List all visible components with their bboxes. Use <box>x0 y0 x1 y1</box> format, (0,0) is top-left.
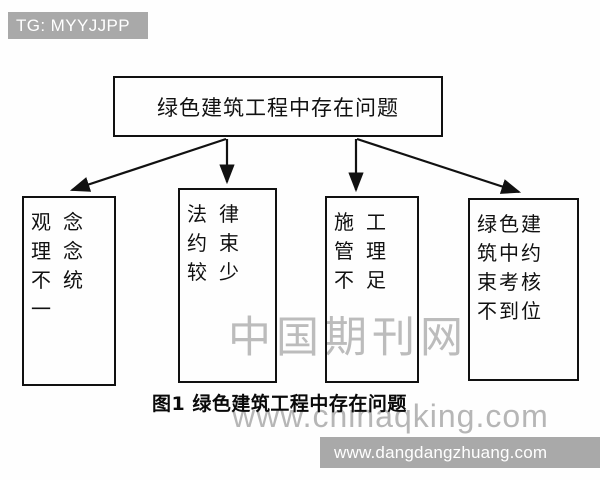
flowchart-node-root: 绿色建筑工程中存在问题 <box>113 76 443 137</box>
flowchart-node-leaf-3: 施工管理不足 <box>325 196 419 383</box>
flowchart-node-leaf-1: 观念理念不统一 <box>22 196 116 386</box>
watermark-url: www.chinaqking.com <box>232 398 549 434</box>
watermark-chinese: 中国期刊网 <box>228 313 468 363</box>
figure-caption: 图1 绿色建筑工程中存在问题 <box>152 393 407 415</box>
tag-badge: TG: MYYJJPP <box>8 12 148 39</box>
connector-root-to-leaf-1 <box>69 137 227 192</box>
flowchart-node-leaf-1-label: 观念理念不统一 <box>31 210 95 321</box>
flowchart-node-leaf-2-label: 法律约束较少 <box>187 202 251 284</box>
flowchart-node-leaf-2: 法律约束较少 <box>178 188 277 383</box>
connector-root-to-leaf-4 <box>356 137 522 194</box>
flowchart-node-leaf-4-label: 绿色建筑中约束考核不到位 <box>477 212 543 323</box>
flowchart-node-leaf-3-label: 施工管理不足 <box>334 210 398 292</box>
flowchart-node-root-label: 绿色建筑工程中存在问题 <box>157 95 399 120</box>
flowchart-node-leaf-4: 绿色建筑中约束考核不到位 <box>468 198 579 381</box>
bottom-banner-url: www.dangdangzhuang.com <box>320 437 600 468</box>
